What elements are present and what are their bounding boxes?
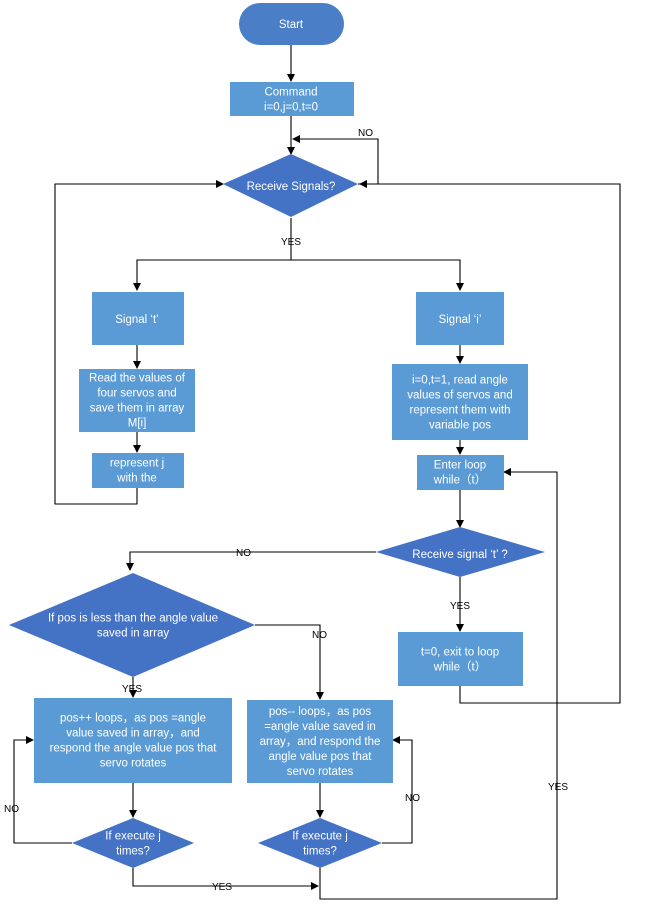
receive-signal-t-decision	[376, 527, 545, 577]
exit-loop-label: t=0, exit to loop while（t）	[421, 647, 499, 674]
read-values-box	[79, 369, 195, 432]
label-line: t=0, exit to loop	[421, 647, 499, 659]
represent-j-box	[92, 453, 184, 488]
label-line: pos-- loops，as pos	[269, 706, 372, 718]
label-line: Signal ‘t’	[115, 314, 158, 326]
edge-label-no-left: NO	[4, 804, 19, 815]
label-line: times?	[303, 846, 337, 858]
edge-yes-to-signal-i	[291, 259, 464, 291]
edge-exec-yes-loop	[319, 468, 558, 900]
signal-i-label: Signal ‘i’	[439, 314, 482, 326]
edge-exec-right-no	[382, 736, 413, 844]
receive-signal-t-label: Receive signal ‘t’ ?	[412, 549, 507, 561]
init-read-angle-label: i=0,t=1, read angle values of servos and r…	[407, 375, 512, 432]
label-line: while（t）	[433, 474, 486, 487]
execute-j-left-label: If execute j times?	[105, 831, 161, 858]
label-line: value saved in array，and	[66, 728, 200, 740]
label-line: while（t）	[433, 661, 486, 674]
edge-receive-no	[126, 551, 376, 571]
label-line: Receive signal ‘t’ ?	[412, 549, 507, 561]
label-line: represent j	[110, 458, 164, 470]
edge-label-yes-pos: YES	[122, 684, 142, 695]
label-line: M[i]	[128, 418, 147, 430]
label-line: represent them with	[410, 405, 511, 417]
connectors	[13, 45, 621, 900]
label-line: If pos is less than the angle value	[48, 613, 218, 625]
label-line: Receive Signals?	[247, 181, 336, 193]
read-values-label: Read the values of four servos and save th…	[89, 373, 186, 430]
init-read-angle-box	[392, 364, 528, 440]
edge-label-no-top: NO	[358, 128, 373, 139]
edge-label-no-pos: NO	[312, 630, 327, 641]
label-line: Start	[279, 19, 304, 31]
execute-j-left-decision	[72, 818, 194, 868]
label-line: saved in array	[97, 628, 169, 640]
label-line: Signal ‘i’	[439, 314, 482, 326]
signal-t-box	[92, 292, 184, 345]
label-line: with the	[116, 473, 157, 485]
label-line: four servos and	[97, 388, 176, 400]
label-line: servo rotates	[287, 766, 354, 778]
command-label: Command i=0,j=0,t=0	[264, 87, 318, 114]
start-label: Start	[279, 19, 304, 31]
label-line: Command	[264, 87, 317, 99]
start-terminal	[239, 3, 344, 45]
edge-exit-return	[359, 180, 621, 704]
label-line: times?	[116, 846, 150, 858]
label-line: pos++ loops，as pos =angle	[60, 713, 206, 725]
label-line: save them in array	[90, 403, 185, 415]
label-line: Enter loop	[434, 460, 486, 472]
edge-exec-left-no	[13, 736, 72, 844]
edge-label-yes-split: YES	[281, 237, 301, 248]
nodes: Start Command i=0,j=0,t=0 Receive Signals…	[9, 3, 545, 868]
pos-decrement-label: pos-- loops，as pos =angle value saved in a…	[260, 706, 381, 778]
label-line: If execute j	[105, 831, 161, 843]
pos-increment-box	[34, 698, 232, 783]
receive-signals-decision	[223, 154, 358, 217]
label-line: angle value pos that	[269, 751, 373, 763]
signal-i-box	[416, 292, 504, 345]
edge-label-yes-loop: YES	[548, 782, 568, 793]
signal-t-label: Signal ‘t’	[115, 314, 158, 326]
edge-label-yes-bottom: YES	[212, 882, 232, 893]
pos-less-than-label: If pos is less than the angle value saved…	[48, 613, 218, 640]
label-line: variable pos	[429, 420, 491, 432]
label-line: Read the values of	[89, 373, 186, 385]
receive-signals-label: Receive Signals?	[247, 181, 336, 193]
execute-j-right-decision	[258, 818, 382, 868]
represent-j-label: represent j with the	[110, 458, 164, 485]
label-line: i=0,t=1, read angle	[412, 375, 508, 387]
edge-label-no-right: NO	[405, 793, 420, 804]
label-line: respond the angle value pos that	[50, 743, 218, 755]
pos-less-than-decision	[9, 573, 255, 677]
enter-loop-box	[417, 455, 504, 490]
pos-decrement-box	[247, 700, 393, 783]
label-line: If execute j	[292, 831, 348, 843]
label-line: =angle value saved in	[264, 721, 376, 733]
edge-pos-no	[255, 624, 324, 700]
command-box	[230, 82, 354, 116]
exit-loop-box	[398, 632, 523, 686]
edge-labels: NO YES NO YES NO YES NO NO YES YES	[4, 128, 568, 893]
edge-represent-return	[54, 180, 224, 505]
edge-label-yes-exit: YES	[450, 601, 470, 612]
enter-loop-label: Enter loop while（t）	[433, 460, 486, 487]
edge-exec-left-yes	[132, 868, 319, 890]
execute-j-right-label: If execute j times?	[292, 831, 348, 858]
edge-label-no-signal: NO	[236, 548, 251, 559]
label-line: i=0,j=0,t=0	[264, 102, 318, 114]
label-line: values of servos and	[407, 390, 512, 402]
label-line: array，and respond the	[260, 736, 381, 748]
edge-decision-yes-split	[133, 218, 292, 291]
label-line: servo rotates	[100, 758, 167, 770]
pos-increment-label: pos++ loops，as pos =angle value saved in …	[50, 713, 218, 770]
